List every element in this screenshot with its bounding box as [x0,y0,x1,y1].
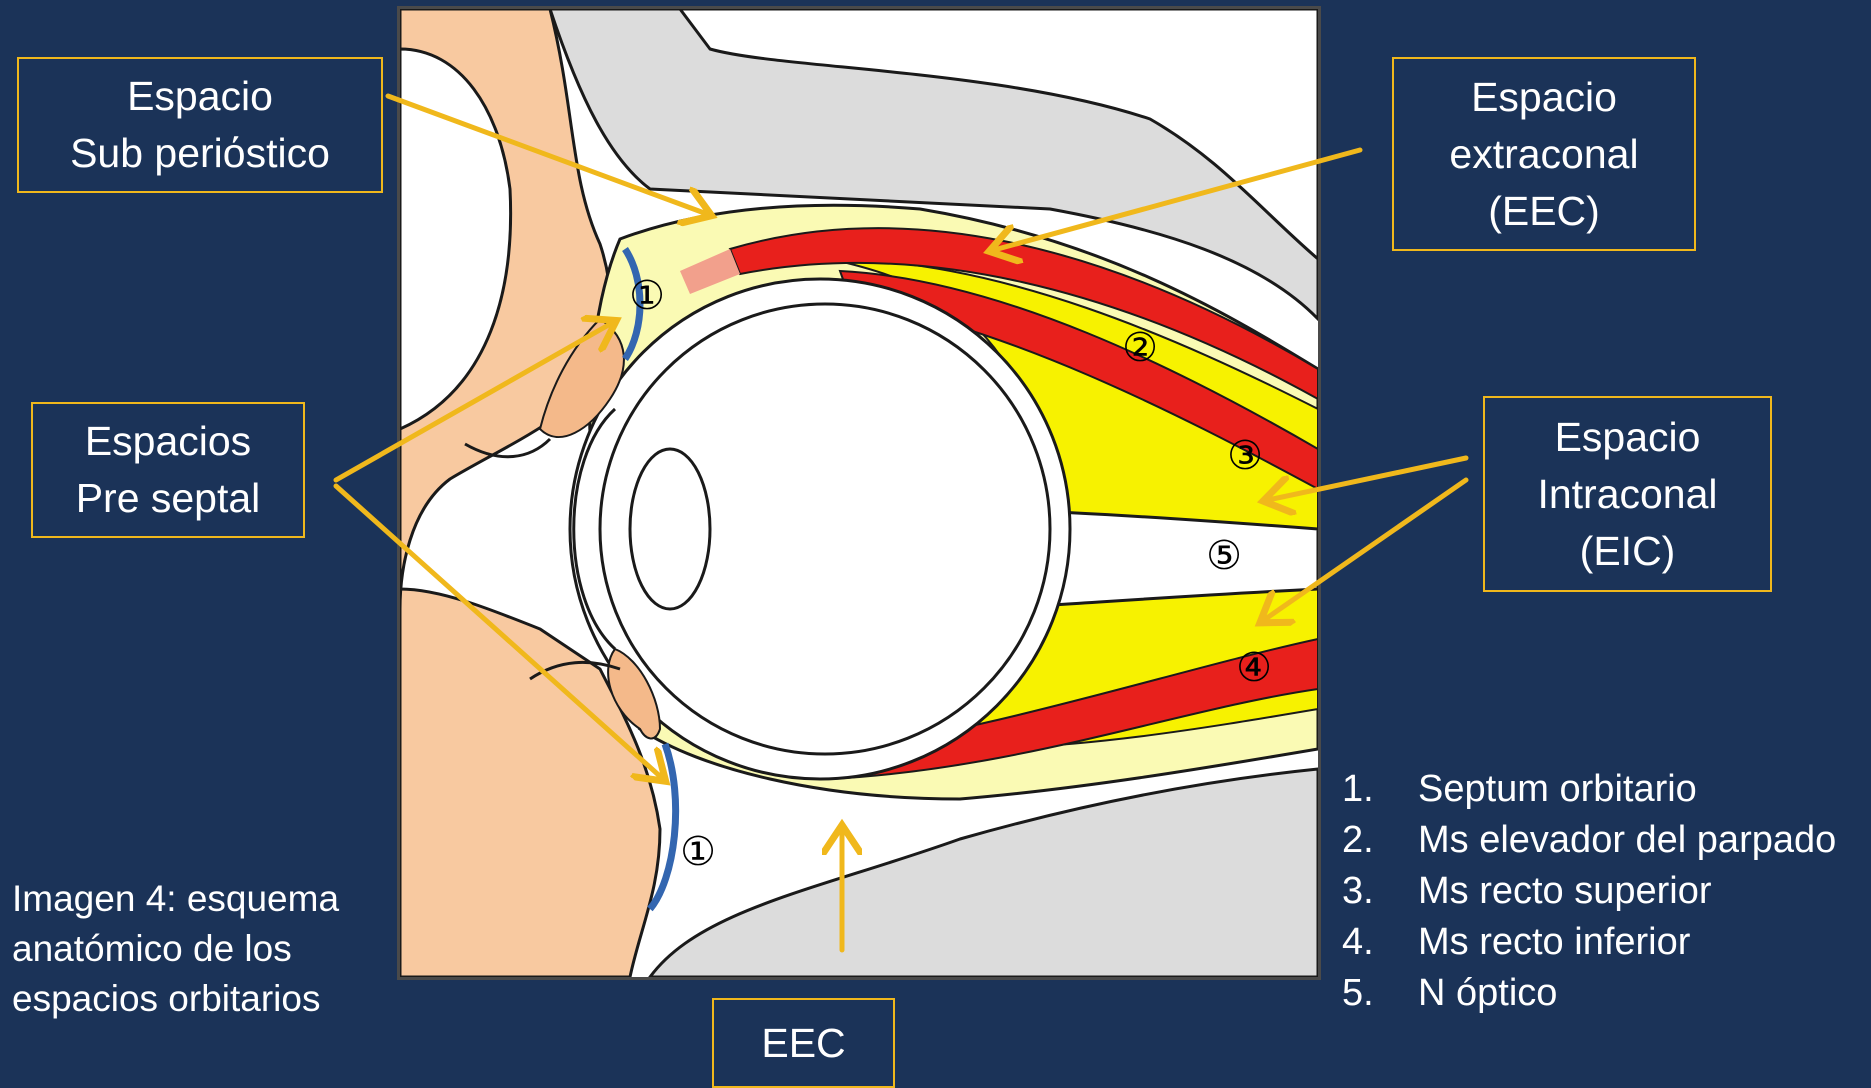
legend-text: Septum orbitario [1418,764,1697,815]
label-preseptal-line-1: Espacios [85,413,251,470]
marker-1-upper: ① [629,273,665,319]
legend-number: 4. [1342,917,1418,968]
label-extraconal-space: Espacio extraconal (EEC) [1392,57,1696,251]
structure-legend: 1. Septum orbitario 2. Ms elevador del p… [1342,764,1836,1019]
label-intraconal-line-3: (EIC) [1580,523,1676,580]
legend-text: Ms recto inferior [1418,917,1690,968]
label-extraconal-line-2: extraconal [1449,126,1638,183]
legend-item: 3. Ms recto superior [1342,866,1836,917]
label-preseptal-space: Espacios Pre septal [31,402,305,538]
label-subperiosteal-line-1: Espacio [127,68,273,125]
legend-text: Ms elevador del parpado [1418,815,1836,866]
label-eec-bottom-text: EEC [761,1015,845,1072]
marker-3: ③ [1227,433,1263,479]
label-extraconal-line-1: Espacio [1471,69,1617,126]
label-intraconal-line-1: Espacio [1555,409,1701,466]
legend-item: 2. Ms elevador del parpado [1342,815,1836,866]
legend-number: 3. [1342,866,1418,917]
label-intraconal-line-2: Intraconal [1537,466,1717,523]
legend-number: 2. [1342,815,1418,866]
legend-item: 5. N óptico [1342,968,1836,1019]
marker-4: ④ [1236,645,1272,691]
lens [630,449,710,609]
label-preseptal-line-2: Pre septal [76,470,261,527]
orbit-diagram: ① ② ③ ④ ⑤ ① [397,6,1321,980]
marker-1-lower: ① [680,829,716,875]
marker-2: ② [1122,325,1158,371]
legend-number: 1. [1342,764,1418,815]
label-eec-bottom: EEC [712,998,895,1088]
label-subperiosteal-line-2: Sub periόstico [70,125,330,182]
orbit-illustration: ① ② ③ ④ ⑤ ① [400,9,1318,977]
label-extraconal-line-3: (EEC) [1488,183,1600,240]
label-subperiosteal-space: Espacio Sub periόstico [17,57,383,193]
legend-text: Ms recto superior [1418,866,1712,917]
caption-line-3: espacios orbitarios [12,974,339,1024]
caption-line-1: Imagen 4: esquema [12,874,339,924]
caption-line-2: anatómico de los [12,924,339,974]
marker-5: ⑤ [1206,533,1242,579]
image-caption: Imagen 4: esquema anatómico de los espac… [12,874,339,1024]
legend-item: 4. Ms recto inferior [1342,917,1836,968]
legend-text: N óptico [1418,968,1557,1019]
legend-item: 1. Septum orbitario [1342,764,1836,815]
legend-number: 5. [1342,968,1418,1019]
orbital-bone-lower [650,769,1318,977]
label-intraconal-space: Espacio Intraconal (EIC) [1483,396,1772,592]
